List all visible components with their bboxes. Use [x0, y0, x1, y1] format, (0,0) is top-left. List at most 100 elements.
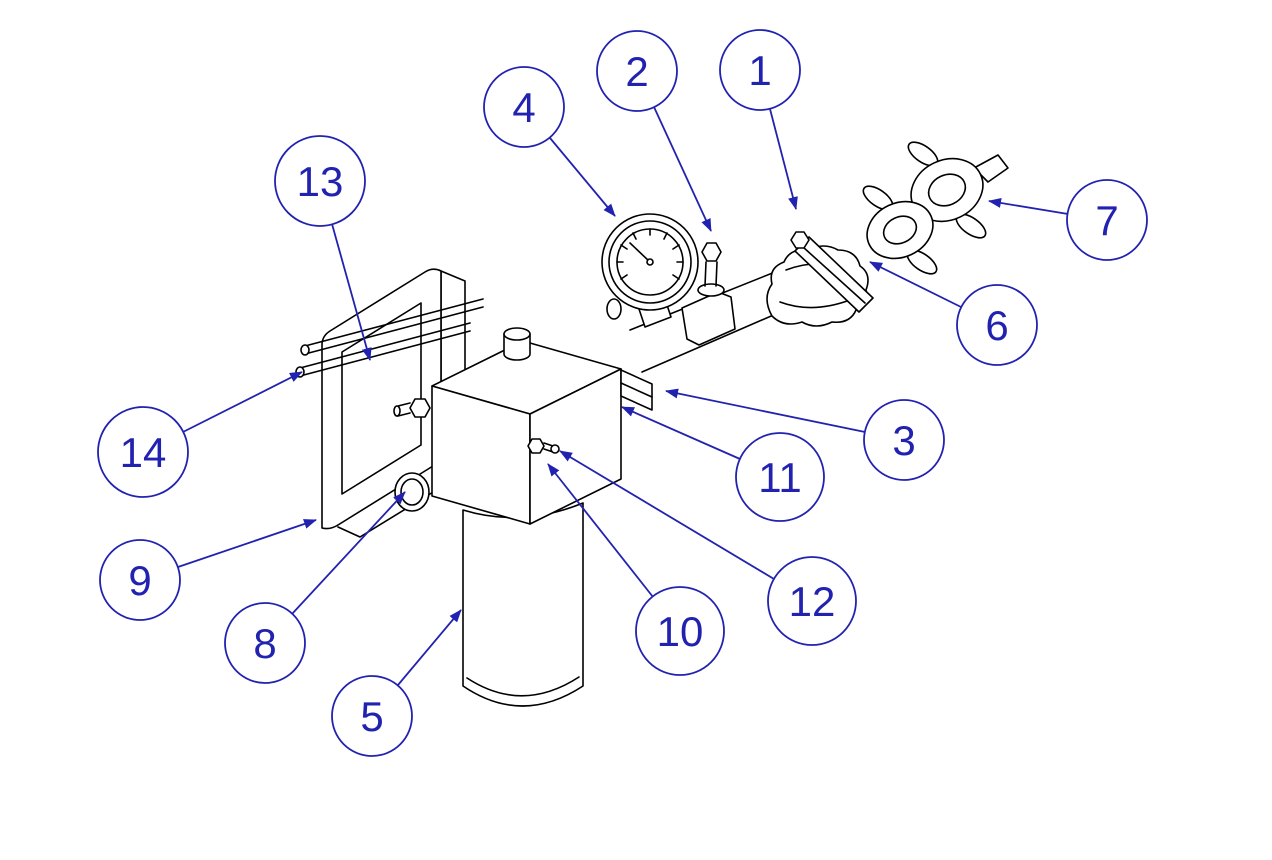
- manifold-block: [431, 340, 653, 525]
- bolt-hex-head: [701, 242, 722, 262]
- callout-circle: [863, 399, 945, 481]
- bracket-fasteners: [393, 398, 442, 438]
- top-plug: [503, 327, 531, 361]
- callout-number: 3: [892, 417, 915, 464]
- callout-5: 5: [331, 609, 462, 757]
- callout-leader-line: [182, 371, 303, 433]
- callout-circle: [596, 30, 678, 112]
- coupling-body: [866, 200, 934, 260]
- callout-circle: [956, 284, 1038, 366]
- filter-bowl: [462, 502, 584, 707]
- callout-circle: [97, 406, 189, 498]
- inlet-port: [394, 472, 430, 512]
- callout-circle: [99, 539, 181, 621]
- callout-number: 1: [748, 47, 771, 94]
- callout-leader-line: [653, 106, 712, 232]
- callout-circle: [767, 556, 857, 646]
- callout-number: 9: [128, 557, 151, 604]
- gauge-hub: [646, 258, 654, 266]
- quick-coupling-right: [907, 141, 1009, 239]
- callout-8: 8: [224, 491, 406, 684]
- nut-stud-end: [393, 405, 401, 417]
- callout-number: 5: [360, 693, 383, 740]
- bowl-body: [462, 502, 584, 707]
- bracket-nut: [409, 398, 431, 418]
- nut-stud: [397, 402, 411, 417]
- callout-13: 13: [274, 135, 372, 361]
- bracket-opening: [341, 302, 422, 495]
- callout-leader-line: [869, 261, 962, 308]
- union-nut: [681, 291, 736, 346]
- callout-leader-line: [177, 519, 317, 568]
- handle-nut: [790, 231, 810, 249]
- callout-2: 2: [596, 30, 712, 232]
- callout-number: 6: [985, 302, 1008, 349]
- callout-leader-line: [988, 198, 1069, 215]
- rod-end-cap-lower: [295, 366, 305, 378]
- callout-leader-line: [547, 463, 654, 598]
- callout-number: 10: [657, 608, 704, 655]
- callout-14: 14: [97, 371, 303, 498]
- callout-7: 7: [988, 179, 1148, 261]
- callout-1: 1: [719, 29, 801, 210]
- callout-number: 14: [120, 429, 167, 476]
- gauge-side-ring: [606, 298, 622, 320]
- callout-leader-line: [397, 609, 462, 686]
- callout-number: 7: [1095, 197, 1118, 244]
- ball-valve: [766, 231, 874, 327]
- pipe-bottom-edge: [641, 309, 786, 373]
- outlet-boss-slot: [620, 382, 653, 398]
- callout-number: 12: [789, 578, 836, 625]
- valve-handle-line: [802, 246, 866, 304]
- callout-number: 2: [625, 48, 648, 95]
- callout-leader-line: [769, 108, 798, 210]
- drain-bolt-head: [527, 438, 545, 454]
- hose-coupling-pair: [862, 141, 1009, 275]
- coupling-bore: [927, 173, 967, 207]
- callout-circle: [224, 602, 306, 684]
- callout-number: 13: [297, 158, 344, 205]
- line-art: [295, 141, 1009, 707]
- callout-leader-line: [549, 137, 616, 217]
- plug-top: [503, 327, 531, 341]
- callout-leader-line: [559, 450, 775, 580]
- gauge-needle: [629, 242, 651, 263]
- pressure-gauge: [601, 213, 699, 328]
- gauge-ticks: [616, 228, 684, 280]
- callout-circle: [735, 432, 825, 522]
- callout-circle: [719, 29, 801, 111]
- callout-circle: [331, 675, 413, 757]
- callout-leader-line: [331, 223, 372, 361]
- callout-circle: [1066, 179, 1148, 261]
- callout-11: 11: [621, 406, 825, 522]
- callout-leader-line: [621, 406, 741, 460]
- callout-number: 4: [512, 84, 535, 131]
- callout-4: 4: [483, 66, 616, 217]
- rod-end-cap-upper: [300, 344, 310, 356]
- bolt-shank: [704, 261, 718, 287]
- fill-plug-bolt: [697, 242, 725, 297]
- callout-leader-line: [291, 491, 406, 615]
- callout-3: 3: [665, 388, 945, 481]
- callout-number: 11: [758, 454, 802, 501]
- callout-leader-line: [665, 388, 866, 433]
- callout-number: 8: [253, 620, 276, 667]
- mounting-rod-lower: [299, 322, 471, 377]
- coupling-bore: [882, 215, 918, 245]
- coupling-nipple: [973, 154, 1009, 183]
- callout-12: 12: [559, 450, 857, 646]
- callout-circle: [274, 135, 366, 227]
- bowl-bottom-rim: [466, 676, 580, 697]
- drain-bolt: [527, 438, 560, 454]
- callout-circle: [635, 586, 725, 676]
- callout-circle: [483, 66, 565, 148]
- quick-coupling-left: [862, 185, 938, 275]
- block-right-face: [529, 368, 622, 525]
- gauge-rim: [608, 220, 692, 304]
- bolt-flange: [697, 283, 725, 297]
- callout-9: 9: [99, 519, 317, 621]
- callout-10: 10: [547, 463, 725, 676]
